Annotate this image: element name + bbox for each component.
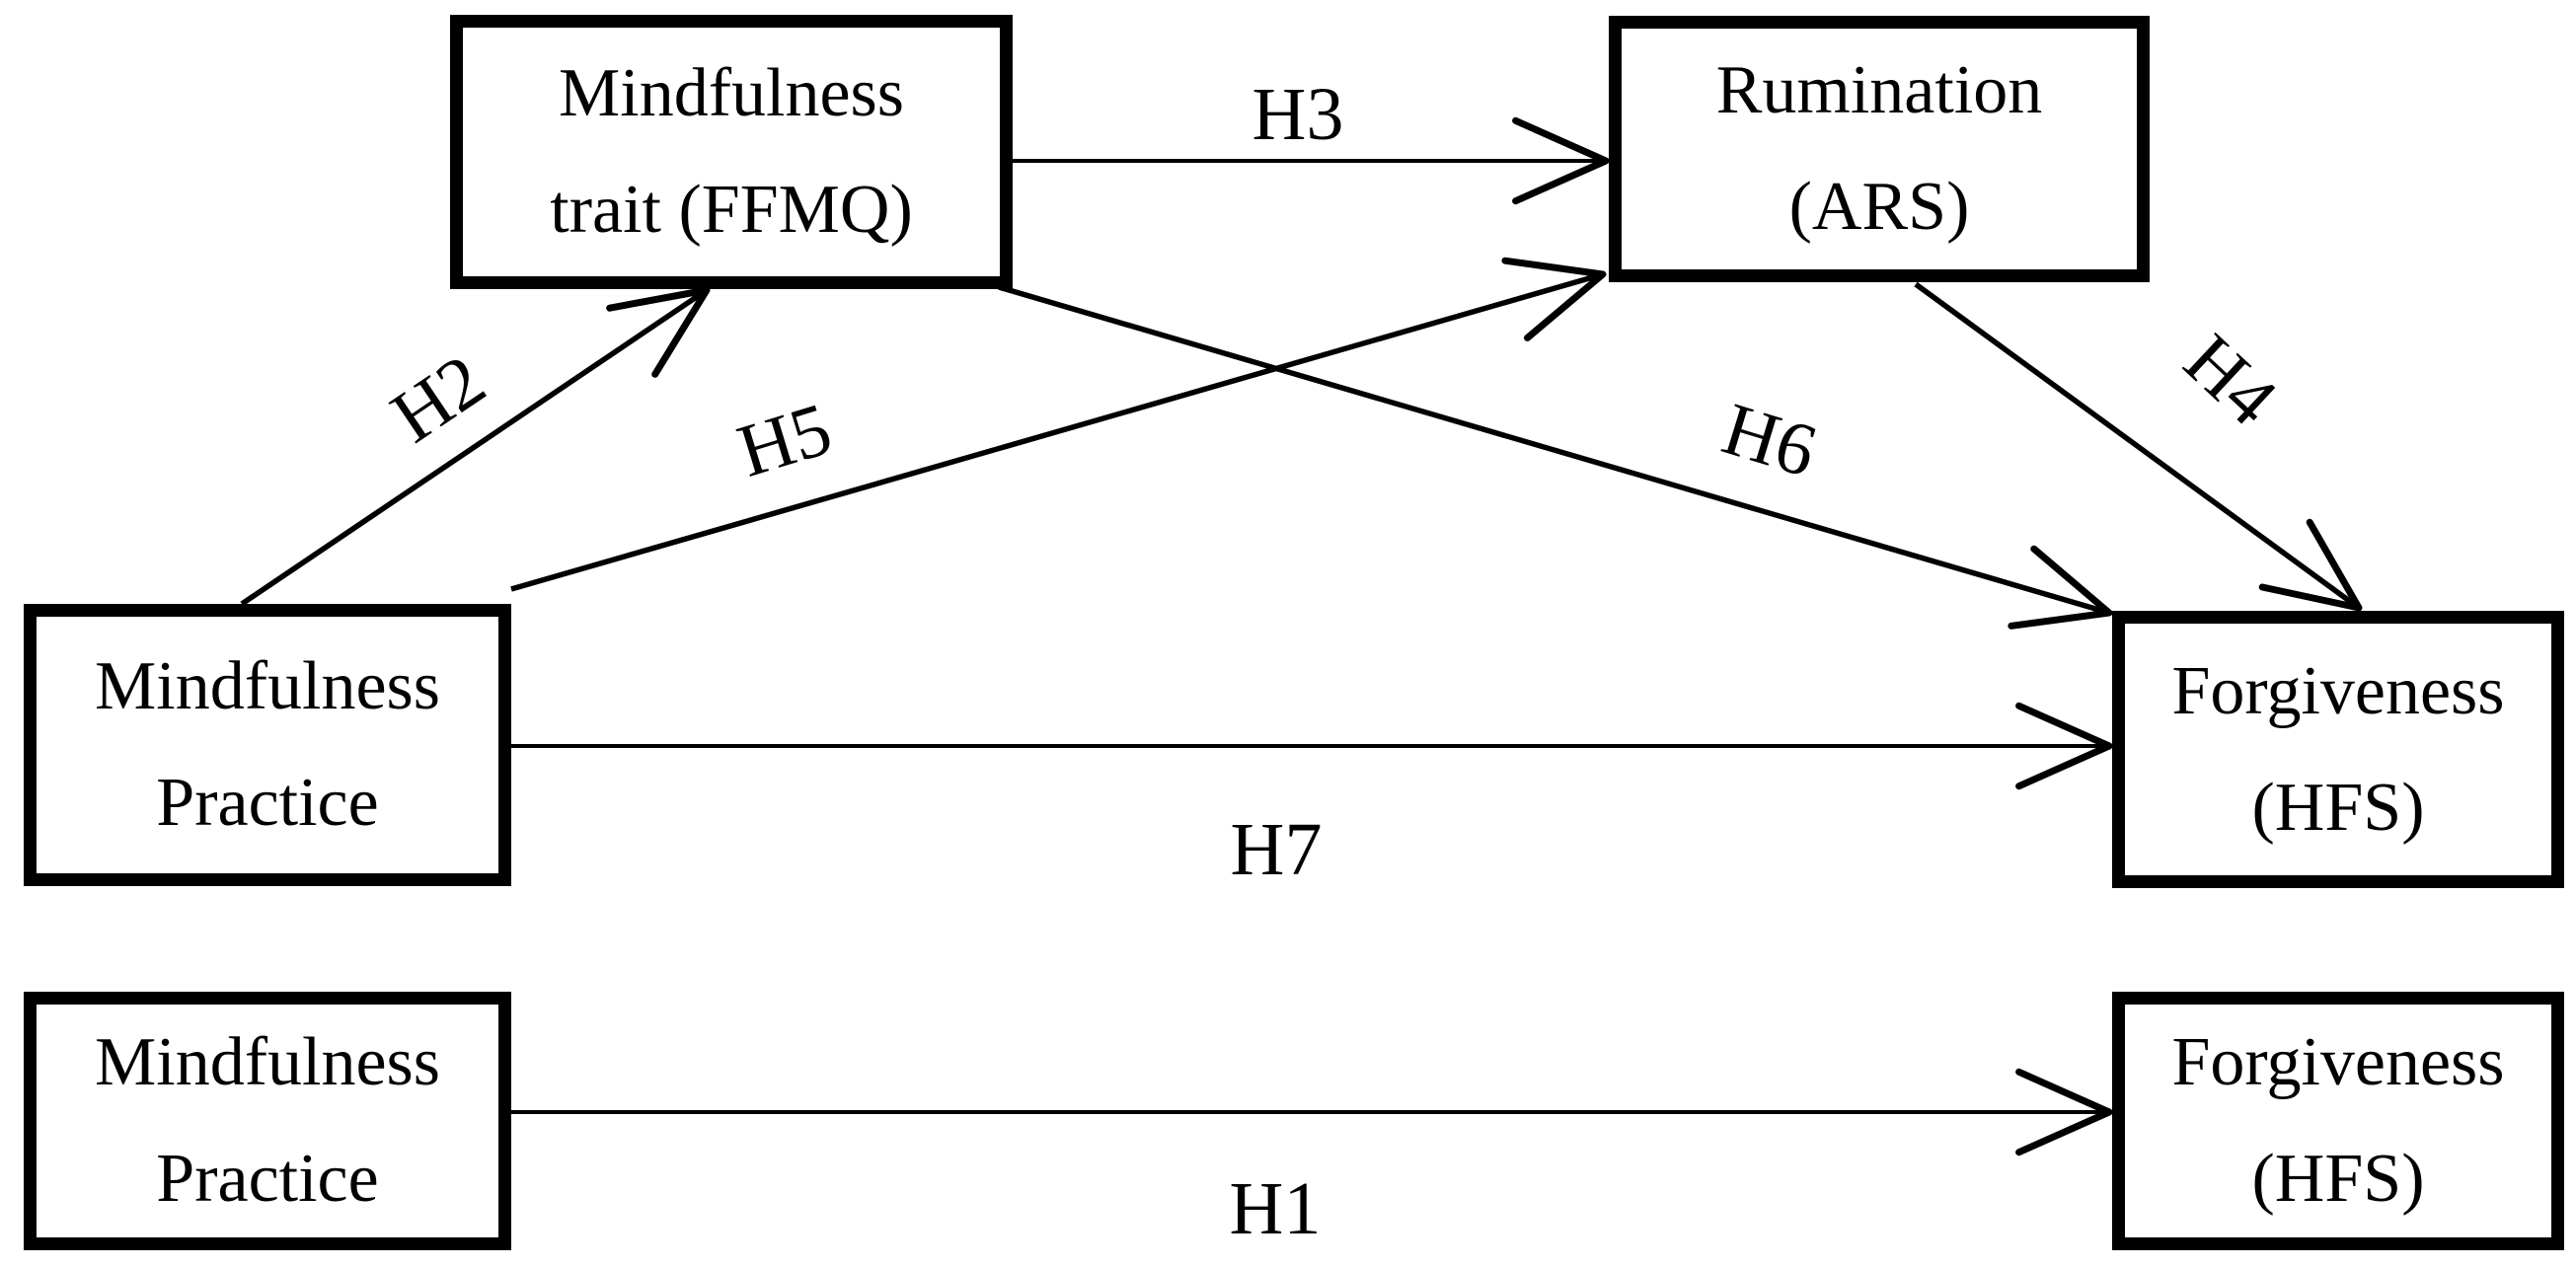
edge-label-h7: H7	[1230, 808, 1323, 891]
arrow-h3	[1013, 116, 1610, 205]
node-label-line: (ARS)	[1788, 169, 1970, 245]
node-label-line: Mindfulness	[95, 1024, 440, 1100]
arrowhead-h1	[2015, 1068, 2113, 1156]
arrowhead-h7	[2015, 702, 2113, 790]
arrowhead-h2	[606, 286, 711, 378]
node-mindfulness-practice-top: Mindfulness Practice	[24, 604, 511, 886]
node-label-line: (HFS)	[2251, 1141, 2425, 1217]
edge-label-h3: H3	[1251, 73, 1344, 156]
arrow-h6	[998, 284, 2113, 630]
node-forgiveness-hfs-bottom: Forgiveness (HFS)	[2112, 992, 2564, 1250]
arrow-h4	[1914, 281, 2363, 612]
arrow-h1	[511, 1068, 2113, 1156]
arrowhead-h6	[2008, 545, 2113, 630]
node-label-line: Practice	[156, 1141, 379, 1217]
arrowhead-h4	[2258, 518, 2363, 612]
node-forgiveness-hfs-top: Forgiveness (HFS)	[2112, 611, 2564, 888]
arrow-h2	[240, 286, 711, 607]
node-label-line: (HFS)	[2251, 769, 2425, 846]
arrowhead-h3	[1512, 116, 1610, 205]
node-mindfulness-practice-bottom: Mindfulness Practice	[24, 992, 511, 1250]
arrow-h5	[510, 257, 1607, 592]
node-label-line: Forgiveness	[2171, 1024, 2505, 1100]
node-label-line: Practice	[156, 765, 379, 841]
node-label-line: Rumination	[1715, 52, 2043, 128]
node-rumination-ars: Rumination (ARS)	[1609, 16, 2150, 282]
node-label-line: Mindfulness	[559, 55, 904, 131]
node-label-line: trait (FFMQ)	[550, 172, 913, 248]
node-mindfulness-trait-ffmq: Mindfulness trait (FFMQ)	[450, 15, 1013, 289]
node-label-line: Forgiveness	[2171, 652, 2505, 729]
node-label-line: Mindfulness	[95, 648, 440, 724]
arrowhead-h5	[1501, 257, 1607, 341]
arrow-h7	[511, 702, 2113, 790]
edge-label-h1: H1	[1229, 1167, 1322, 1250]
